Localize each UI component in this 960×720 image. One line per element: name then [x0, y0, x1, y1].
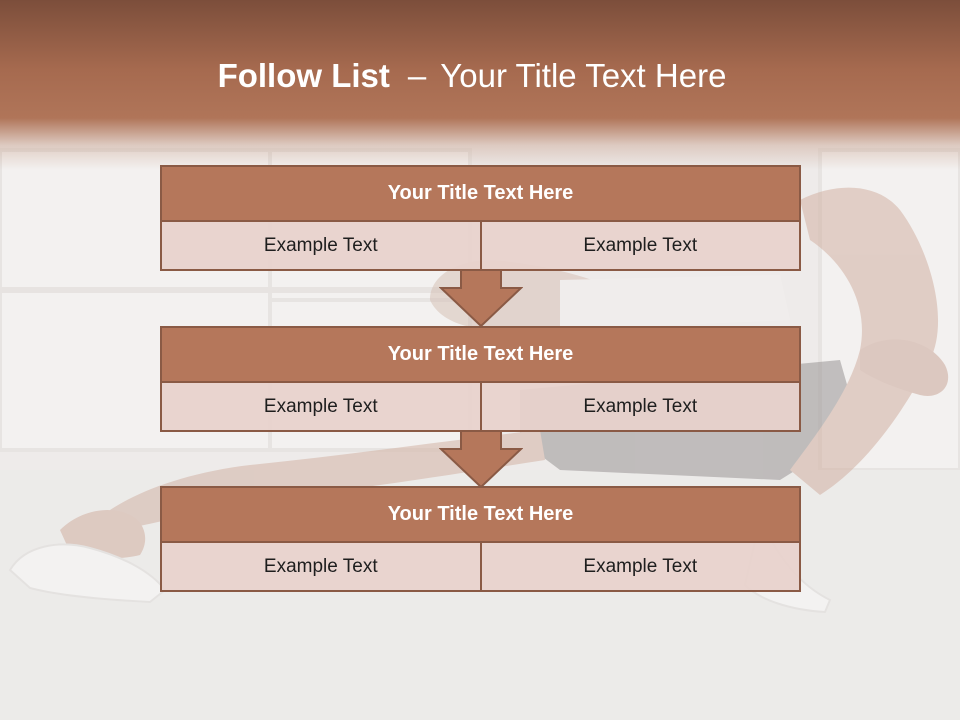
step-title: Your Title Text Here [160, 165, 801, 222]
step-cell-right: Example Text [481, 383, 801, 432]
step-cell-left: Example Text [160, 543, 482, 592]
step-row: Example Text Example Text [160, 222, 801, 271]
down-arrow-icon [439, 270, 523, 328]
step-row: Example Text Example Text [160, 383, 801, 432]
down-arrow-icon [439, 431, 523, 489]
step-block-3: Your Title Text Here Example Text Exampl… [160, 486, 801, 592]
step-cell-right: Example Text [481, 222, 801, 271]
slide-title-rest: Your Title Text Here [440, 57, 727, 94]
header-band [0, 0, 960, 170]
step-title: Your Title Text Here [160, 326, 801, 383]
step-block-2: Your Title Text Here Example Text Exampl… [160, 326, 801, 432]
slide-title: Follow List–Your Title Text Here [0, 54, 944, 98]
slide-title-bold: Follow List [217, 57, 390, 94]
step-title: Your Title Text Here [160, 486, 801, 543]
step-row: Example Text Example Text [160, 543, 801, 592]
step-cell-right: Example Text [481, 543, 801, 592]
step-cell-left: Example Text [160, 383, 482, 432]
slide-title-separator: – [407, 57, 427, 94]
step-cell-left: Example Text [160, 222, 482, 271]
step-block-1: Your Title Text Here Example Text Exampl… [160, 165, 801, 271]
